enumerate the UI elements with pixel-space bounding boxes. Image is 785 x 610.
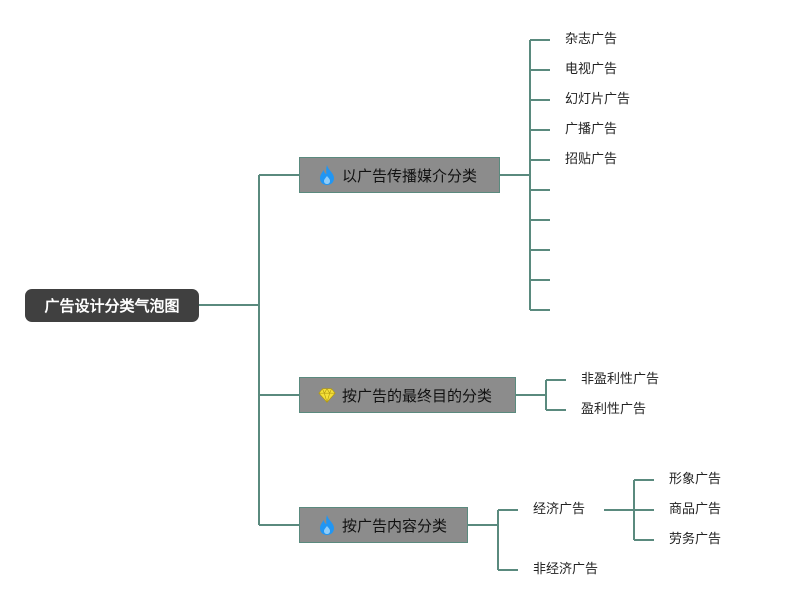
leaf-node[interactable]: 劳务广告 <box>669 532 722 547</box>
leaf-node[interactable]: 盈利性广告 <box>581 402 647 417</box>
flame-icon <box>320 515 334 535</box>
branch-label: 以广告传播媒介分类 <box>342 166 478 185</box>
leaf-node[interactable]: 电视广告 <box>565 62 618 77</box>
leaf-node[interactable]: 商品广告 <box>669 502 722 517</box>
branch-label: 按广告内容分类 <box>342 516 448 535</box>
diamond-icon <box>318 388 336 404</box>
subnode-economic[interactable]: 经济广告 <box>533 502 586 517</box>
branch-node-media[interactable]: 以广告传播媒介分类 <box>299 157 500 193</box>
branch-node-purpose[interactable]: 按广告的最终目的分类 <box>299 377 516 413</box>
leaf-node[interactable]: 非盈利性广告 <box>581 372 660 387</box>
leaf-node[interactable]: 广播广告 <box>565 122 618 137</box>
subnode-non-economic[interactable]: 非经济广告 <box>533 562 599 577</box>
leaf-node[interactable]: 杂志广告 <box>565 32 618 47</box>
leaf-node[interactable]: 形象广告 <box>669 472 722 487</box>
branch-node-content[interactable]: 按广告内容分类 <box>299 507 468 543</box>
branch-label: 按广告的最终目的分类 <box>342 386 493 405</box>
leaf-node[interactable]: 招贴广告 <box>565 152 618 167</box>
leaf-node[interactable]: 幻灯片广告 <box>565 92 631 107</box>
root-label: 广告设计分类气泡图 <box>44 297 180 315</box>
flame-icon <box>320 165 334 185</box>
root-node[interactable]: 广告设计分类气泡图 <box>25 289 199 322</box>
